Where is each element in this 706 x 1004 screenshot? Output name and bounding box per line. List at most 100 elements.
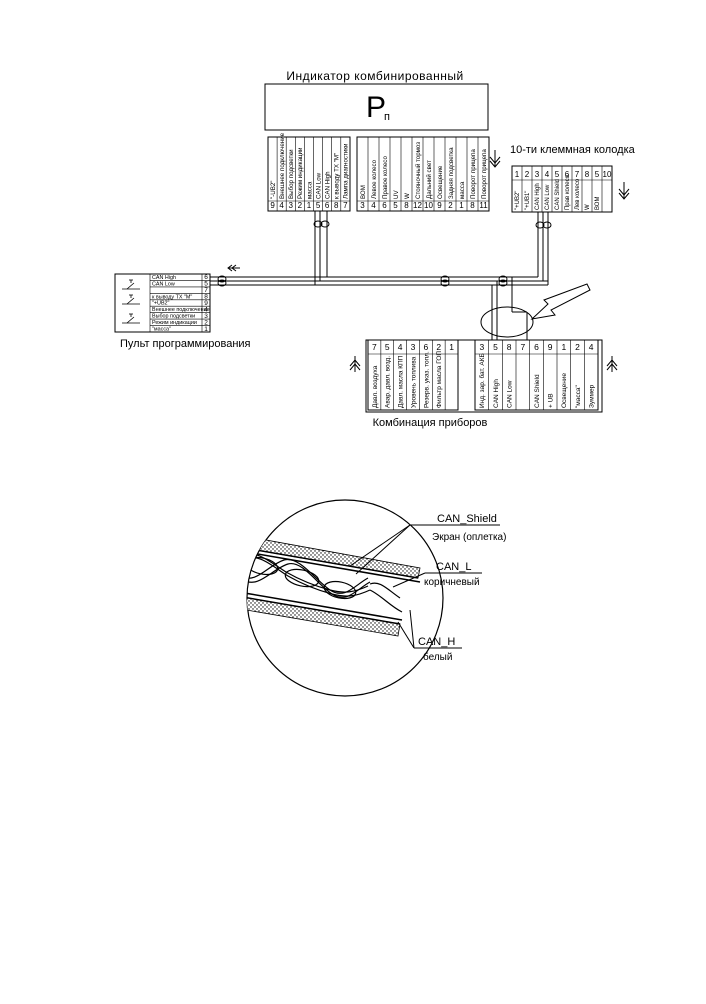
pin-number: 9 xyxy=(204,300,208,307)
pin-label: CAN Low xyxy=(152,281,175,287)
pin-number: 1 xyxy=(561,342,566,352)
pin-label: CAN Low xyxy=(507,380,514,408)
pin-number: 4 xyxy=(204,306,208,313)
pin-label: "масса" xyxy=(575,384,582,408)
pin-number: 6 xyxy=(534,342,539,352)
pin-number: 1 xyxy=(515,170,520,179)
arrow-left-icon xyxy=(227,264,240,272)
can-l-desc: коричневый xyxy=(424,577,480,588)
pin-number: 8 xyxy=(507,342,512,352)
pin-number: 10 xyxy=(424,201,433,210)
pin-number: 8 xyxy=(470,201,475,210)
indicator-symbol-sub: п xyxy=(384,111,390,123)
wire-bundle xyxy=(210,211,552,340)
pin-number: 5 xyxy=(316,201,321,210)
ground-icon xyxy=(489,150,501,168)
pin-number: 6 xyxy=(382,201,387,210)
pin-label: Выбор подсветки xyxy=(152,314,195,320)
indicator-box xyxy=(264,83,489,131)
pin-number: 6 xyxy=(565,170,570,179)
pin-label: "+UB2" xyxy=(515,191,521,210)
pin-label: к выводу ТХ "М" xyxy=(334,153,341,199)
pin-label: Лампа диагностики xyxy=(343,143,350,199)
pin-number: 5 xyxy=(204,281,208,288)
pin-number: 3 xyxy=(535,170,540,179)
pin-number: 8 xyxy=(204,294,208,301)
pin-label: CAN Low xyxy=(315,172,322,199)
pin-number: 2 xyxy=(436,342,441,352)
pin-number: 6 xyxy=(325,201,330,210)
pin-number: 8 xyxy=(585,170,590,179)
pin-number: 4 xyxy=(398,342,403,352)
pin-label: Давл. масла КПП xyxy=(398,355,405,408)
indicator: Индикатор комбинированный P п 9"-UB2"4Вн… xyxy=(264,69,501,212)
pin-number: 4 xyxy=(589,342,594,352)
pin-number: 2 xyxy=(575,342,580,352)
pin-number: 3 xyxy=(204,313,208,320)
pin-label: Освещение xyxy=(561,373,568,408)
pin-label: масса xyxy=(459,181,466,199)
pin-label: Внешнее подключение xyxy=(279,132,286,199)
pin-number: 9 xyxy=(437,201,442,210)
pin-label: Освещение xyxy=(437,165,444,199)
pin-number: 3 xyxy=(479,342,484,352)
pin-number: 7 xyxy=(575,170,580,179)
ground-icon xyxy=(618,182,630,200)
pin-number: 7 xyxy=(372,342,377,352)
pin-label: ВОМ xyxy=(360,185,367,199)
highlight-oval xyxy=(480,306,534,338)
pin-label: "-UB2" xyxy=(270,181,277,200)
pin-number: 1 xyxy=(449,342,454,352)
pin-label: Уровень топлива xyxy=(410,356,417,408)
pin-label: W xyxy=(404,193,411,199)
pin-label: Авар. давл. возд. xyxy=(385,356,392,408)
pin-number: 5 xyxy=(493,342,498,352)
pin-number: 3 xyxy=(411,342,416,352)
pin-number: 1 xyxy=(204,326,208,333)
pin-number: 1 xyxy=(307,201,312,210)
pin-number: 3 xyxy=(360,201,365,210)
pin-number: 9 xyxy=(270,201,275,210)
pin-label: Правое колесо xyxy=(382,156,389,199)
pin-number: 7 xyxy=(343,201,348,210)
pin-label: CAN Low xyxy=(545,184,551,210)
pin-label: Задняя подсветка xyxy=(448,147,455,199)
pin-label: к выводу ТХ "М" xyxy=(152,294,192,300)
pin-number: 4 xyxy=(279,201,284,210)
pin-label: масса xyxy=(306,181,313,199)
pin-label: UV xyxy=(393,190,400,199)
ground-icon xyxy=(349,356,618,372)
pin-label: Режим индикации xyxy=(297,147,304,199)
pin-label: ВОМ xyxy=(595,197,601,210)
pin-label: CAN High xyxy=(152,275,176,281)
cable-detail: CAN_Shield Экран (оплетка) CAN_L коричне… xyxy=(246,499,506,697)
pin-label: "масса" xyxy=(152,327,171,333)
terminal-block: 10-ти клеммная колодка 1"+UB2"2"+UB1"3CA… xyxy=(510,144,636,213)
pin-number: 2 xyxy=(448,201,453,210)
pin-label: Прав колесо xyxy=(565,174,571,210)
pin-label: CAN Shield xyxy=(555,179,561,210)
pin-number: 11 xyxy=(479,201,488,210)
pin-label: "+UB1" xyxy=(525,191,531,210)
pin-label: Лев колесо xyxy=(575,178,581,210)
pin-number: 6 xyxy=(423,342,428,352)
pin-label: Резерв. указ. топл. xyxy=(423,351,430,408)
pin-label: Режим индикации xyxy=(152,320,197,326)
can-h-desc: белый xyxy=(423,651,452,663)
pin-number: 7 xyxy=(204,287,208,294)
pin-number: 8 xyxy=(404,201,409,210)
indicator-title: Индикатор комбинированный xyxy=(286,69,463,83)
can-l-label: CAN_L xyxy=(436,561,471,573)
pin-label: CAN High xyxy=(535,183,541,210)
pin-number: 5 xyxy=(385,342,390,352)
pin-label: CAN Shield xyxy=(534,374,541,408)
pin-number: 4 xyxy=(371,201,376,210)
